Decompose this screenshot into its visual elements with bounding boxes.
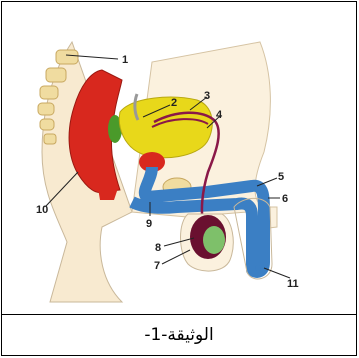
diagram-area: 1 2 3 4 5 6 7 8 9 10 11 (2, 2, 356, 315)
label-4: 4 (216, 109, 223, 121)
figure-caption: الوثيقة-1- (2, 315, 356, 355)
label-9: 9 (146, 218, 152, 230)
label-3: 3 (204, 90, 210, 102)
label-1: 1 (122, 54, 128, 66)
label-2: 2 (171, 97, 177, 109)
label-5: 5 (278, 171, 284, 183)
label-6: 6 (282, 193, 288, 205)
label-8: 8 (155, 242, 161, 254)
label-10: 10 (36, 204, 48, 216)
label-7: 7 (154, 260, 160, 272)
urethral-opening (255, 265, 261, 271)
label-11: 11 (287, 278, 299, 290)
reproductive-system-diagram: 1 2 3 4 5 6 7 8 9 10 11 (2, 2, 356, 314)
epididymis (203, 226, 225, 254)
